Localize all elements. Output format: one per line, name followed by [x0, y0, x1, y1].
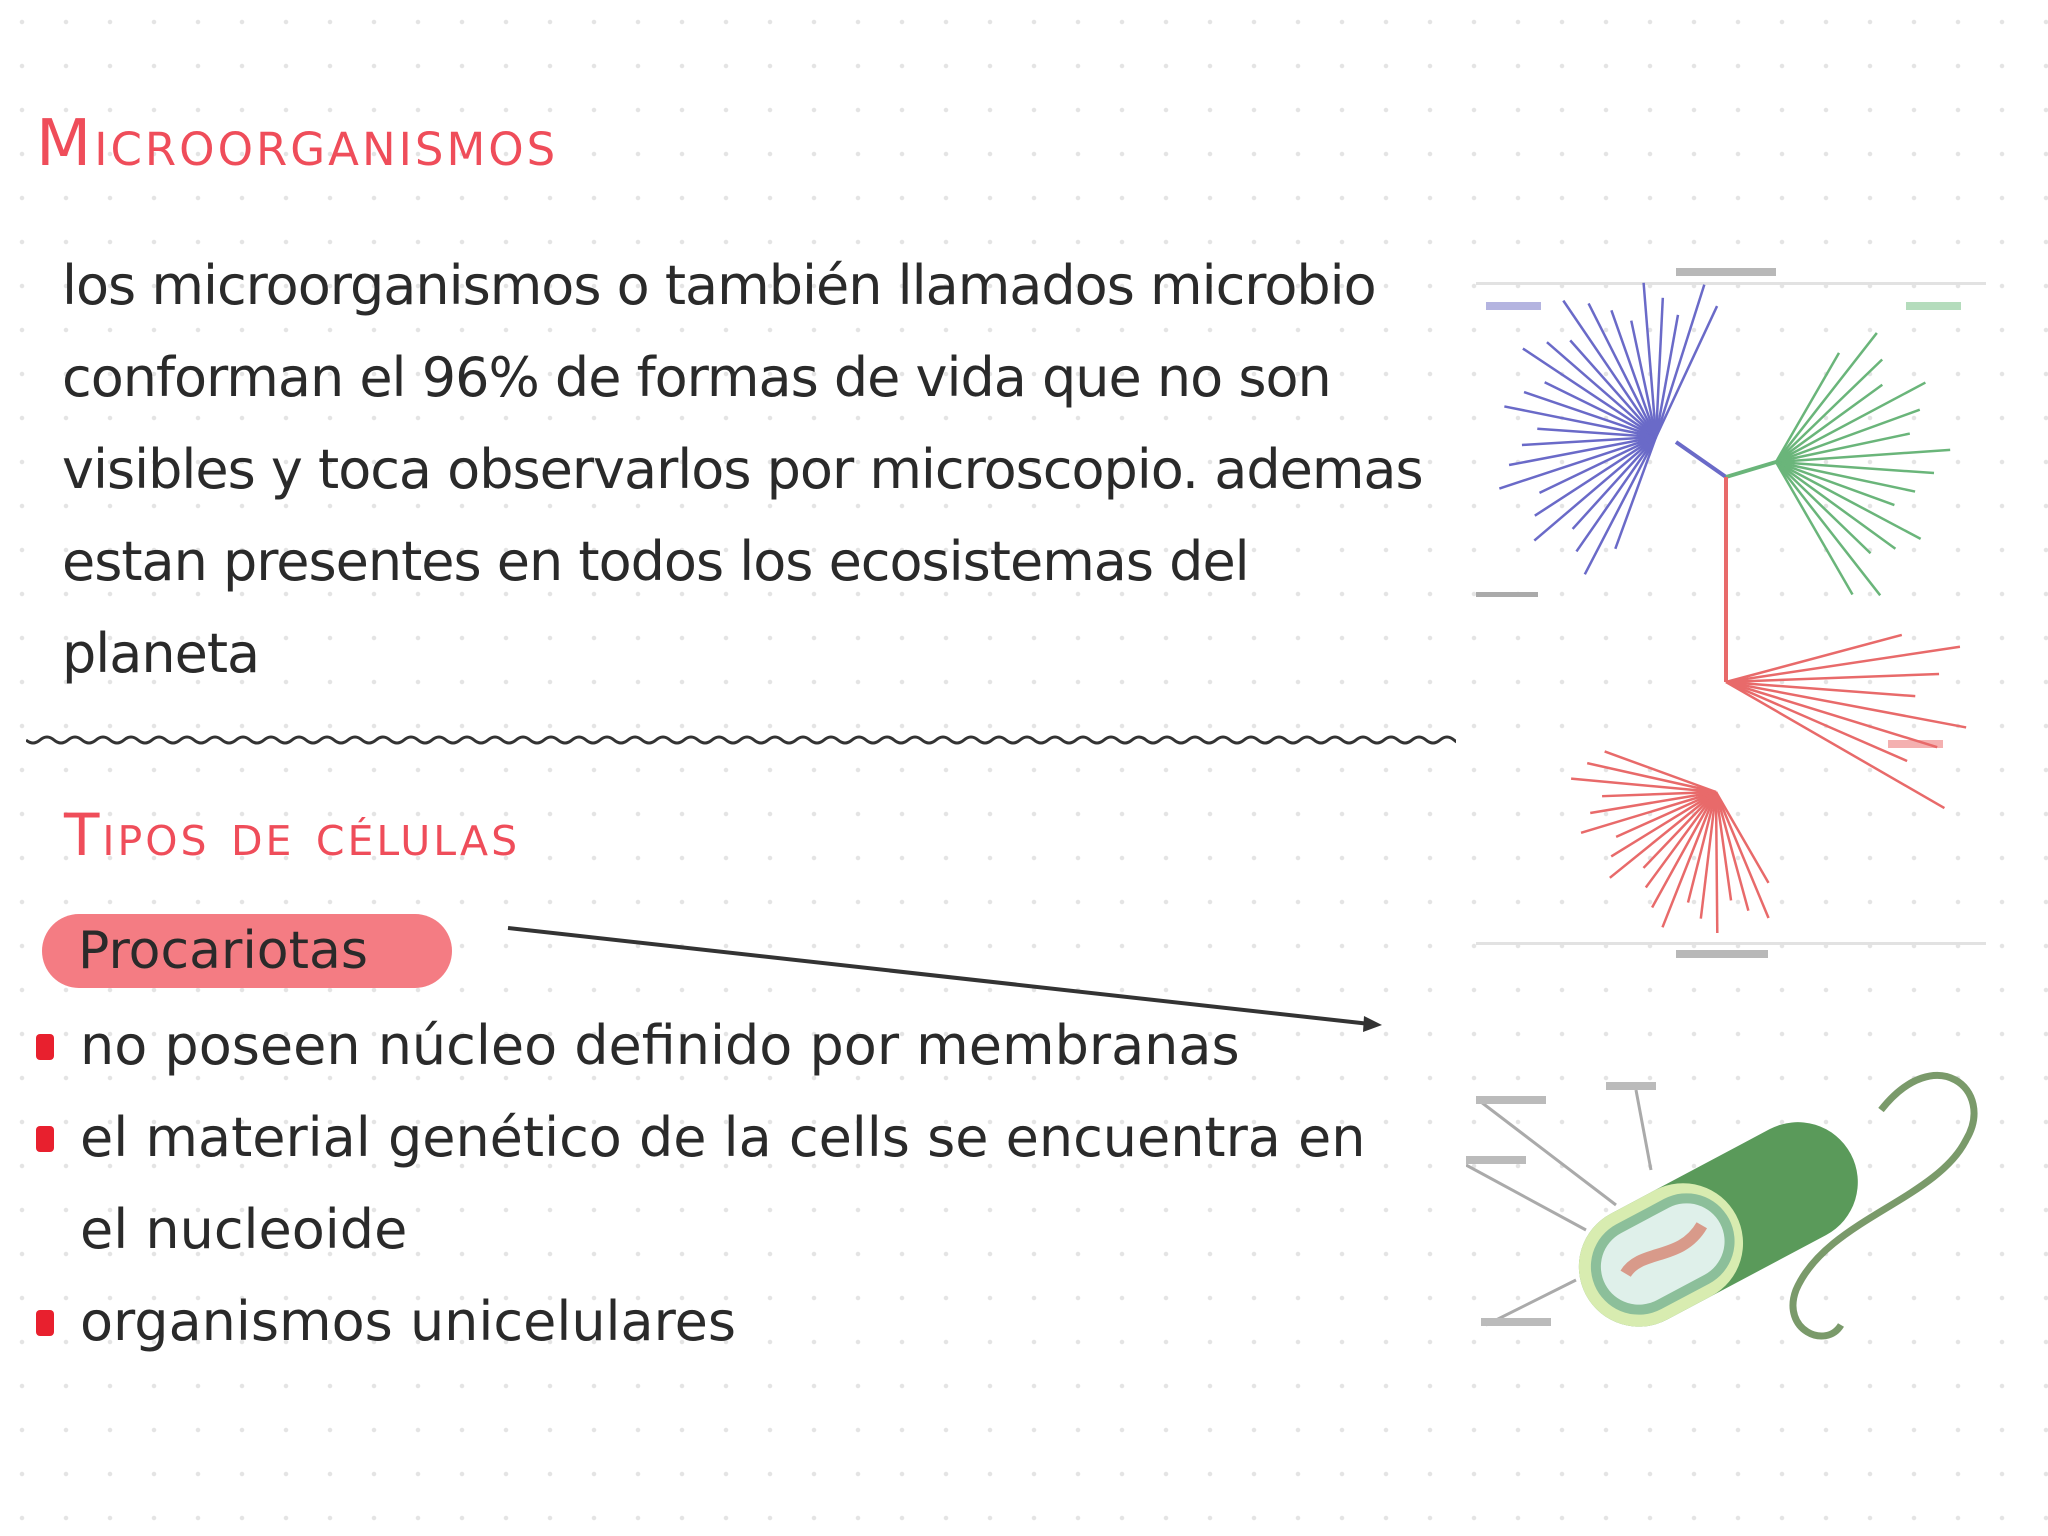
bullet-text: organismos unicelulares — [80, 1290, 737, 1353]
tree-branch — [1775, 461, 1882, 597]
tree-branch — [1725, 460, 1777, 479]
tree-branch — [1775, 383, 1884, 464]
intro-line: conforman el 96% de formas de vida que n… — [62, 346, 1332, 409]
tree-branch — [1714, 791, 1719, 934]
tree-branch — [1571, 436, 1657, 530]
tree-branch — [1575, 436, 1658, 553]
tree-branch — [1725, 680, 1916, 698]
tree-branch — [1774, 352, 1841, 463]
tree-branch — [1521, 435, 1657, 447]
wavy-divider — [26, 735, 1456, 745]
tree-branch — [1775, 460, 1897, 550]
intro-line: los microorganismos o también llamados m… — [62, 254, 1377, 317]
tree-branch — [1583, 436, 1658, 575]
tree-branch — [1775, 460, 1922, 541]
tree-branch — [1537, 427, 1657, 439]
tree-branch — [1775, 381, 1926, 464]
tree-branch — [1714, 791, 1770, 919]
tree-branch — [1546, 341, 1657, 438]
tree-branch — [1604, 750, 1717, 794]
tree-branch — [1654, 297, 1665, 438]
intro-line: visibles y toca observarlos por microsco… — [62, 438, 1424, 501]
tree-branch — [1544, 381, 1657, 439]
tree-branch — [1504, 405, 1657, 439]
tree-branch — [1498, 435, 1657, 490]
phylogenetic-tree-image — [1476, 268, 1986, 958]
tree-branch — [1674, 440, 1728, 479]
tree-branch — [1775, 358, 1884, 463]
tree-branch — [1569, 339, 1657, 438]
tree-branch — [1651, 791, 1718, 909]
tree-branch — [1508, 435, 1657, 467]
bullet-text: no poseen núcleo definido por membranas — [80, 1014, 1240, 1077]
tree-branch — [1714, 791, 1770, 884]
intro-line: estan presentes en todos los ecosistemas… — [62, 530, 1250, 593]
tree-branch — [1580, 790, 1717, 835]
tree-branch — [1590, 790, 1717, 815]
tree-branch — [1522, 347, 1657, 439]
tree-branch — [1602, 790, 1717, 798]
tree-branch — [1774, 461, 1854, 596]
intro-paragraph: los microorganismos o también llamados m… — [62, 240, 1482, 700]
tree-branch — [1587, 302, 1658, 438]
section-title: Tipos de células — [64, 801, 521, 869]
tree-branch — [1775, 461, 1872, 555]
tree-branch — [1538, 435, 1657, 494]
tree-branch — [1661, 791, 1718, 928]
tree-branch — [1642, 791, 1717, 869]
tree-branch — [1775, 460, 1916, 493]
tree-branch — [1654, 284, 1706, 438]
bullet-icon — [36, 1034, 54, 1060]
intro-line: planeta — [62, 622, 260, 685]
page-title: Microorganismos — [36, 107, 559, 181]
tree-branch — [1654, 314, 1680, 438]
tree-branch — [1586, 761, 1717, 794]
bullet-list: no poseen núcleo definido por membranas … — [36, 1000, 1366, 1368]
bacteria-diagram-image — [1466, 1072, 1978, 1340]
tree-branch — [1610, 790, 1717, 858]
tree-branch — [1775, 460, 1935, 475]
tree-branch — [1775, 332, 1878, 463]
tree-branch — [1725, 645, 1961, 684]
bullet-icon — [36, 1126, 54, 1152]
tree-branch — [1699, 791, 1718, 919]
tree-branch — [1775, 432, 1911, 464]
tree-branch — [1725, 680, 1908, 763]
tree-branch — [1654, 305, 1719, 438]
tree-branch — [1534, 435, 1657, 517]
tree-branch — [1615, 790, 1717, 839]
tree-branch — [1775, 448, 1951, 464]
tree-branch — [1775, 460, 1895, 507]
tree-branch — [1570, 777, 1717, 794]
procariotas-tag: Procariotas — [42, 914, 452, 988]
bullet-icon — [36, 1310, 54, 1336]
bullet-item: el material genético de la cells se encu… — [36, 1092, 1366, 1184]
tree-branch — [1614, 436, 1658, 550]
tree-branch — [1642, 282, 1658, 438]
tree-branch — [1533, 436, 1657, 542]
tree-branch — [1725, 680, 1967, 729]
bullet-text: el nucleoide — [80, 1198, 408, 1261]
bullet-item-continued: el nucleoide — [36, 1184, 1366, 1276]
tree-branch — [1714, 791, 1733, 901]
tree-branch — [1610, 309, 1658, 438]
tree-branch — [1775, 408, 1921, 464]
tree-branch — [1714, 791, 1750, 911]
tree-branch — [1686, 791, 1718, 903]
tree-branch — [1644, 791, 1718, 889]
bullet-item: organismos unicelulares — [36, 1276, 1366, 1368]
bullet-item: no poseen núcleo definido por membranas — [36, 1000, 1366, 1092]
tree-branch — [1523, 390, 1657, 439]
tree-branch — [1630, 320, 1658, 438]
tree-branch — [1725, 633, 1903, 684]
tree-branch — [1562, 299, 1658, 438]
tree-branch — [1725, 680, 1938, 749]
tree-branch — [1609, 791, 1717, 879]
tree-branch — [1725, 680, 1946, 810]
tree-branch — [1725, 672, 1940, 684]
bullet-text: el material genético de la cells se encu… — [80, 1106, 1366, 1169]
